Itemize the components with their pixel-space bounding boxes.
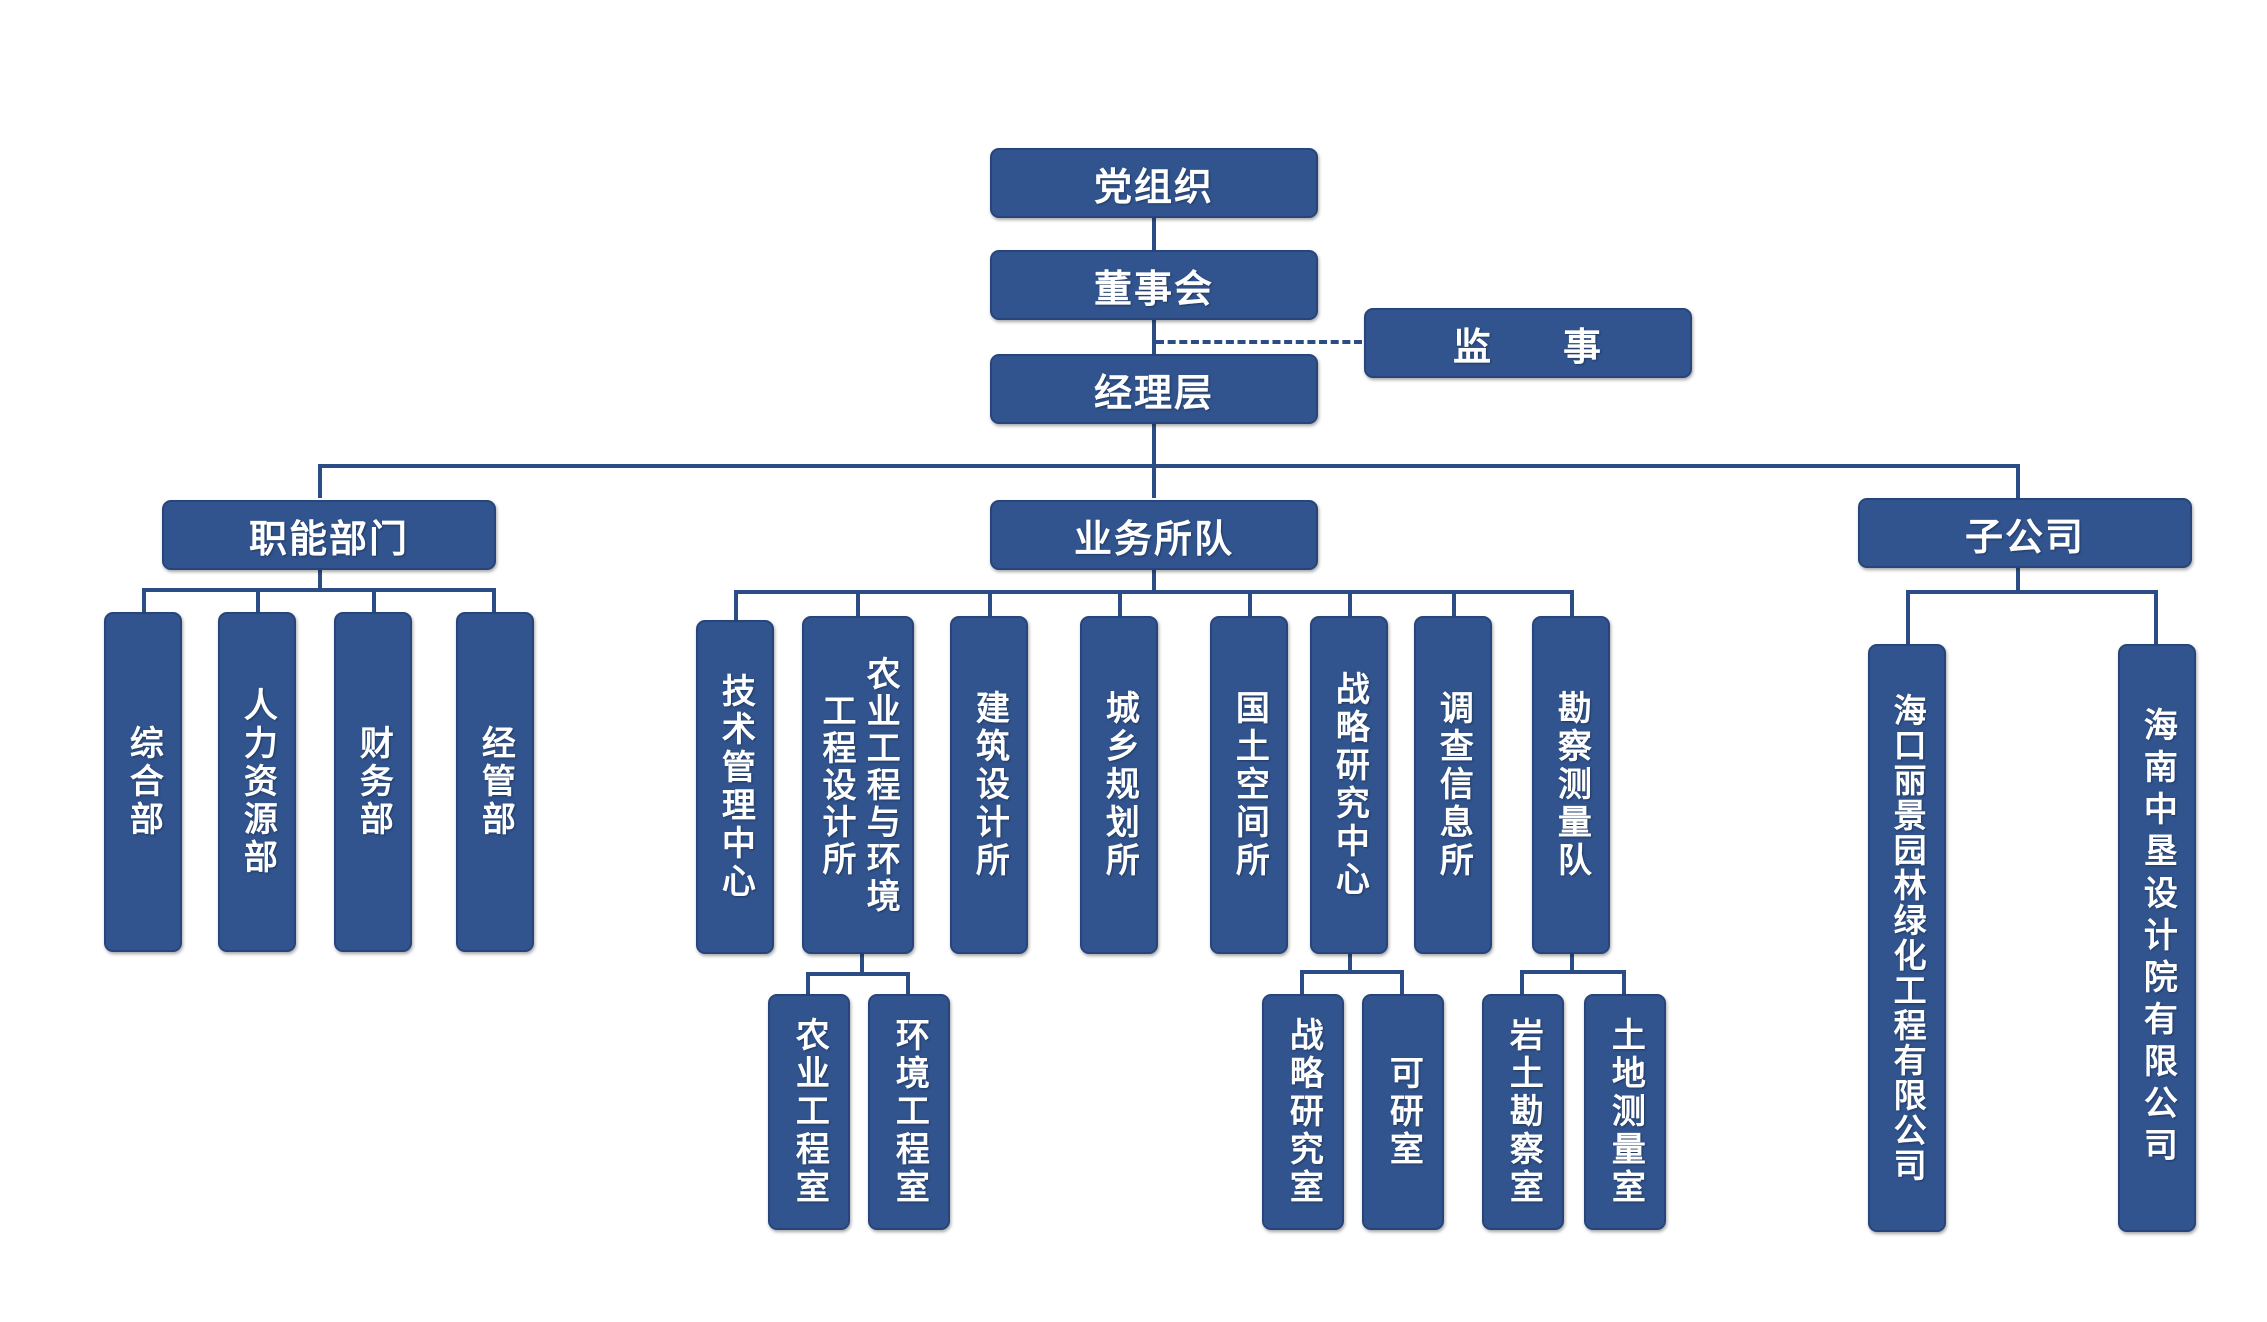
subsidiary-label: 海口丽景园林绿化工程有限公司 [1888, 693, 1928, 1183]
business-subunit-box: 环境工程室 [868, 994, 950, 1230]
business-unit-box: 战略研究中心 [1310, 616, 1388, 954]
connector [318, 464, 2020, 468]
connector [988, 590, 992, 618]
business-subunit-box: 可研室 [1362, 994, 1444, 1230]
functional-unit-label: 综合部 [123, 725, 164, 839]
business-subunit-label: 战略研究室 [1283, 1017, 1324, 1207]
connector [1348, 590, 1352, 618]
connector [1152, 420, 1156, 498]
supervisor-label-part2: 事 [1563, 323, 1604, 369]
business-subunit-label: 农业工程室 [789, 1017, 830, 1207]
business-unit-box: 建筑设计所 [950, 616, 1028, 954]
connector [806, 972, 910, 976]
business-unit-label: 战略研究中心 [1329, 671, 1370, 899]
business-unit-box: 城乡规划所 [1080, 616, 1158, 954]
connector [734, 590, 1574, 594]
connector [142, 588, 496, 592]
functional-unit-box: 财务部 [334, 612, 412, 952]
subsidiaries-label: 子公司 [1964, 513, 2085, 559]
connector [906, 972, 910, 996]
business-unit-label: 技术管理中心 [715, 673, 756, 901]
connector [1300, 970, 1304, 996]
business-subunit-label: 土地测量室 [1605, 1017, 1646, 1207]
functional-departments-label: 职能部门 [248, 515, 409, 561]
functional-unit-box: 经管部 [456, 612, 534, 952]
board-of-directors-box: 董事会 [990, 250, 1318, 320]
functional-unit-label: 财务部 [353, 725, 394, 839]
subsidiary-label: 海南中垦设计院有限公司 [2137, 707, 2178, 1169]
business-subunit-box: 岩土勘察室 [1482, 994, 1564, 1230]
connector [256, 588, 260, 614]
connector [1906, 590, 2158, 594]
board-of-directors-label: 董事会 [1093, 265, 1214, 311]
connector [1152, 318, 1156, 356]
connector [856, 590, 860, 618]
supervisor-label-part1: 监 [1452, 323, 1493, 369]
connector [1118, 590, 1122, 618]
connector [1300, 970, 1404, 974]
connector [1152, 216, 1156, 252]
business-unit-label: 调查信息所 [1433, 690, 1474, 880]
connector [492, 588, 496, 614]
functional-departments-box: 职能部门 [162, 500, 496, 570]
management-box: 经理层 [990, 354, 1318, 424]
party-organization-box: 党组织 [990, 148, 1318, 218]
business-unit-box: 农业工程与环境工程设计所 [802, 616, 914, 954]
connector [1570, 590, 1574, 618]
connector [734, 590, 738, 622]
business-units-label: 业务所队 [1073, 515, 1234, 561]
business-subunit-label: 岩土勘察室 [1503, 1017, 1544, 1207]
business-unit-box: 勘察测量队 [1532, 616, 1610, 954]
business-subunit-box: 战略研究室 [1262, 994, 1344, 1230]
subsidiaries-box: 子公司 [1858, 498, 2192, 568]
connector [1400, 970, 1404, 996]
business-subunit-label: 环境工程室 [889, 1017, 930, 1207]
party-organization-label: 党组织 [1093, 163, 1214, 209]
business-unit-label: 建筑设计所 [969, 690, 1010, 880]
connector [318, 566, 322, 590]
management-label: 经理层 [1093, 369, 1214, 415]
connector [860, 952, 864, 976]
connector [1452, 590, 1456, 618]
dashed-connector [1156, 340, 1362, 344]
business-subunit-box: 农业工程室 [768, 994, 850, 1230]
connector [1906, 590, 1910, 646]
connector [142, 588, 146, 614]
connector [2154, 590, 2158, 646]
connector [806, 972, 810, 996]
connector [1348, 952, 1352, 974]
connector [1520, 970, 1626, 974]
business-unit-label: 城乡规划所 [1099, 690, 1140, 880]
connector [1152, 568, 1156, 592]
business-unit-box: 技术管理中心 [696, 620, 774, 954]
business-subunit-box: 土地测量室 [1584, 994, 1666, 1230]
business-unit-box: 国土空间所 [1210, 616, 1288, 954]
connector [318, 464, 322, 498]
business-unit-box: 调查信息所 [1414, 616, 1492, 954]
connector [372, 588, 376, 614]
subsidiary-box: 海南中垦设计院有限公司 [2118, 644, 2196, 1232]
connector [2016, 566, 2020, 592]
functional-unit-label: 经管部 [475, 725, 516, 839]
business-units-box: 业务所队 [990, 500, 1318, 570]
connector [1622, 970, 1626, 996]
connector [1520, 970, 1524, 996]
business-unit-label: 农业工程与环境工程设计所 [816, 655, 901, 915]
connector [2016, 464, 2020, 498]
functional-unit-box: 综合部 [104, 612, 182, 952]
business-unit-label: 国土空间所 [1229, 690, 1270, 880]
connector [1248, 590, 1252, 618]
connector [1570, 952, 1574, 974]
subsidiary-box: 海口丽景园林绿化工程有限公司 [1868, 644, 1946, 1232]
functional-unit-box: 人力资源部 [218, 612, 296, 952]
supervisor-box: 监 事 [1364, 308, 1692, 378]
business-unit-label: 勘察测量队 [1551, 690, 1592, 880]
functional-unit-label: 人力资源部 [237, 687, 278, 877]
business-subunit-label: 可研室 [1383, 1055, 1424, 1169]
